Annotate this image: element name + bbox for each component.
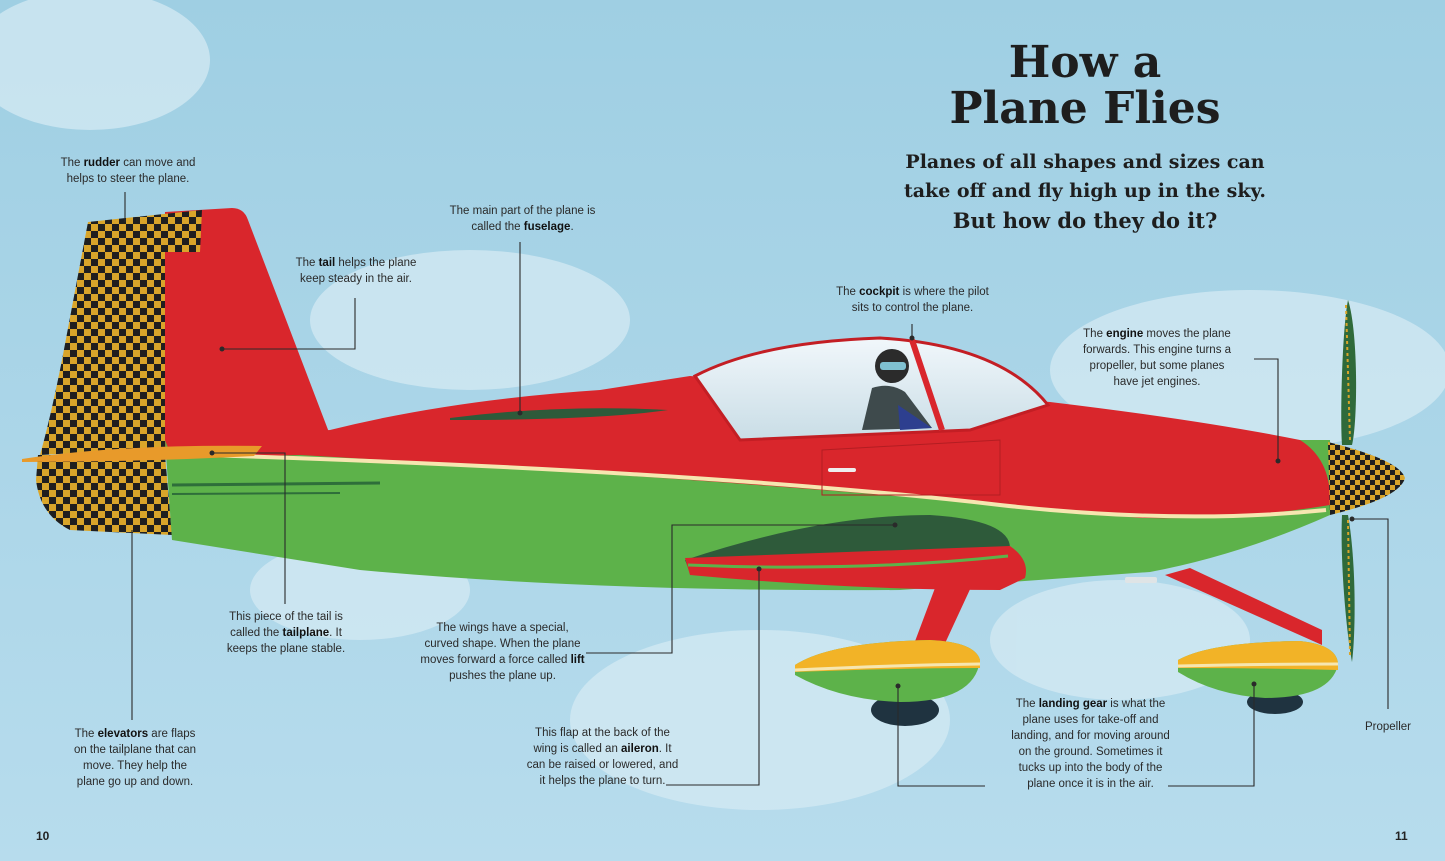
leader-landing-gear-rear xyxy=(1168,684,1255,787)
propeller xyxy=(1341,300,1357,662)
subtitle-line-2: take off and fly high up in the sky. xyxy=(903,180,1267,202)
label-rudder: The rudder can move and helps to steer t… xyxy=(60,157,196,185)
fuselage-upper xyxy=(165,376,1331,519)
page-number-left: 10 xyxy=(36,829,50,843)
propeller-spinner xyxy=(1328,442,1405,515)
term-rudder: rudder xyxy=(83,157,120,169)
term-engine: engine xyxy=(1106,328,1144,340)
term-landing-gear: landing gear xyxy=(1038,698,1108,710)
leader-engine xyxy=(1254,358,1279,461)
tailplane xyxy=(22,445,262,462)
canopy xyxy=(692,336,1051,442)
subtitle-line-1: Planes of all shapes and sizes can xyxy=(905,151,1265,173)
leader-landing-gear-front xyxy=(897,686,985,787)
term-elevators: elevators xyxy=(97,728,149,740)
label-landing-gear: The landing gear is what the plane uses … xyxy=(1011,698,1170,790)
subtitle-line-3: But how do they do it? xyxy=(952,208,1218,233)
leader-dots xyxy=(209,335,1355,689)
page-title: How a Plane Flies xyxy=(900,40,1270,132)
label-tail: The tail helps the plane keep steady in … xyxy=(295,257,417,285)
wing xyxy=(685,515,1026,590)
landing-gear xyxy=(794,568,1339,726)
term-lift: lift xyxy=(570,654,585,666)
fuselage-vent xyxy=(450,408,668,420)
label-cockpit: The cockpit is where the pilot sits to c… xyxy=(836,286,989,314)
term-fuselage: fuselage xyxy=(523,221,571,233)
label-propeller: Propeller xyxy=(1364,721,1412,733)
page-number-right: 11 xyxy=(1395,829,1408,843)
term-aileron: aileron xyxy=(621,743,659,755)
term-tail: tail xyxy=(318,257,336,269)
label-wings: The wings have a special, curved shape. … xyxy=(420,622,585,682)
term-tailplane: tailplane xyxy=(282,627,330,639)
title-line-1: How a xyxy=(1008,37,1162,88)
fuselage-stripe xyxy=(171,452,1327,519)
label-engine: The engine moves the plane forwards. Thi… xyxy=(1082,328,1232,388)
page-subtitle: Planes of all shapes and sizes can take … xyxy=(885,148,1285,235)
label-elevators: The elevators are flaps on the tailplane… xyxy=(73,728,197,788)
label-tailplane: This piece of the tail is called the tai… xyxy=(226,611,346,655)
leader-aileron xyxy=(666,569,760,786)
leader-propeller xyxy=(1352,518,1389,709)
tail-fin xyxy=(36,208,330,535)
title-line-2: Plane Flies xyxy=(949,83,1221,134)
leader-lines xyxy=(124,192,1389,787)
label-fuselage: The main part of the plane is called the… xyxy=(449,205,596,233)
leader-tailplane xyxy=(212,452,286,604)
leader-tail xyxy=(222,298,356,350)
exhaust xyxy=(1125,577,1157,583)
leader-wings xyxy=(586,524,895,654)
door-handle xyxy=(828,468,856,472)
label-aileron: This flap at the back of the wing is cal… xyxy=(526,727,679,787)
term-cockpit: cockpit xyxy=(859,286,900,298)
